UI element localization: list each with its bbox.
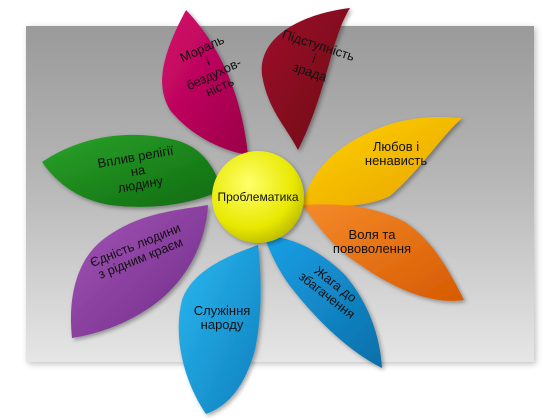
petal-greed bbox=[264, 236, 382, 368]
petal-label-freedom: Воля та пововолення bbox=[332, 227, 412, 256]
petal-morality bbox=[162, 10, 248, 155]
petal-service bbox=[178, 245, 261, 414]
petal-religion bbox=[42, 134, 222, 207]
petal-betrayal bbox=[261, 8, 350, 150]
petal-freedom bbox=[302, 204, 464, 301]
petal-label-service: Служіння народу bbox=[193, 303, 251, 332]
petal-love bbox=[302, 116, 462, 206]
petal-unity bbox=[70, 205, 208, 338]
center-circle bbox=[212, 151, 304, 243]
petal-label-love: Любов і ненависть bbox=[364, 139, 428, 168]
center-label: Проблематика bbox=[217, 190, 299, 204]
